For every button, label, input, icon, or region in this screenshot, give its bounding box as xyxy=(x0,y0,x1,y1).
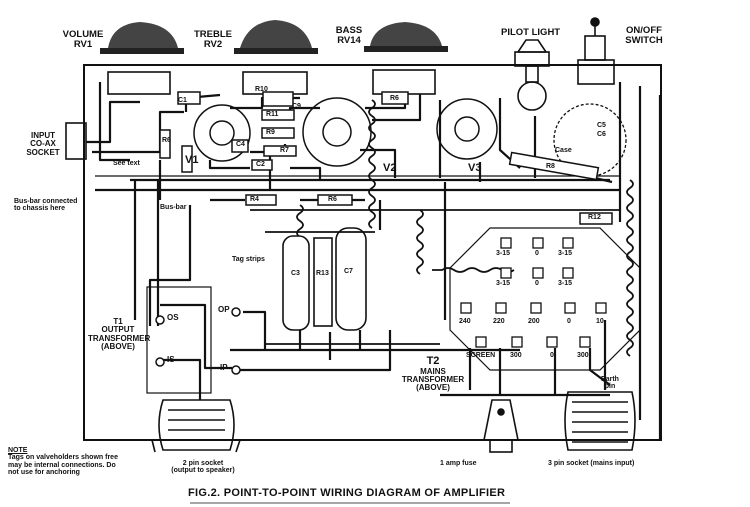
mains-transformer-outline xyxy=(449,227,641,371)
r9-label: R9 xyxy=(266,129,275,136)
c7-label: C7 xyxy=(344,268,353,275)
treble-pot-body xyxy=(242,71,308,95)
tap-label: 240 xyxy=(459,318,471,325)
t1-terminals xyxy=(155,307,241,375)
tap-label: 10 xyxy=(596,318,604,325)
two-pin-socket-label: 2 pin socket (output to speaker) xyxy=(171,460,235,475)
r1-label: R6 xyxy=(162,137,171,144)
r13-label: R13 xyxy=(316,270,329,277)
r12-label: R12 xyxy=(588,214,601,221)
c1-label: C1 xyxy=(178,97,187,104)
r8-label: R8 xyxy=(546,163,555,170)
valve-v1 xyxy=(193,104,251,162)
ip-label: IP xyxy=(220,363,228,372)
output-transformer-outline xyxy=(146,286,212,394)
tag-strip-components xyxy=(282,227,367,331)
c9-label: C9 xyxy=(292,103,301,110)
valve-v3 xyxy=(436,98,498,160)
tap-label: 200 xyxy=(528,318,540,325)
r7-label: R7 xyxy=(280,147,289,154)
valve-v3-label: V3 xyxy=(468,162,482,174)
t1-label: T1 OUTPUT TRANSFORMER (ABOVE) xyxy=(88,317,151,352)
valve-v2-label: V2 xyxy=(383,162,397,174)
tap-label: 0 xyxy=(535,250,539,257)
capacitors xyxy=(177,91,294,171)
input-socket-label: INPUT CO-AX SOCKET xyxy=(26,131,60,157)
os-label: OS xyxy=(167,313,179,322)
figure-caption: FIG.2. POINT-TO-POINT WIRING DIAGRAM OF … xyxy=(188,487,506,499)
r4-label: R4 xyxy=(250,196,259,203)
is-label: IS xyxy=(167,355,175,364)
resistors xyxy=(159,91,613,225)
valve-v1-label: V1 xyxy=(185,154,199,166)
tap-label: 220 xyxy=(493,318,505,325)
treble-label: TREBLE RV2 xyxy=(194,29,232,50)
tag-strips-label: Tag strips xyxy=(232,256,265,263)
tap-label: 3-15 xyxy=(558,250,573,257)
r10-label: R10 xyxy=(255,86,268,93)
tap-label: 0 xyxy=(550,352,554,359)
c3-label: C3 xyxy=(291,270,300,277)
t2-label: T2 MAINS TRANSFORMER (ABOVE) xyxy=(401,355,465,393)
on-off-switch xyxy=(577,17,615,85)
on-off-switch-label: ON/OFF SWITCH xyxy=(625,25,663,46)
tag-strips xyxy=(250,209,620,345)
tap-label: SCREEN xyxy=(466,352,496,359)
tap-label: 0 xyxy=(535,280,539,287)
three-pin-socket-label: 3 pin socket (mains input) xyxy=(548,460,635,467)
three-pin-socket xyxy=(564,391,636,451)
fuse-label: 1 amp fuse xyxy=(440,460,477,467)
case-label: Case xyxy=(555,147,572,154)
chassis-outline xyxy=(83,64,662,441)
tap-label: 3-15 xyxy=(496,250,511,257)
bass-pot-body xyxy=(372,69,436,95)
r11-label: R11 xyxy=(266,111,279,118)
bass-knob xyxy=(364,22,448,52)
treble-knob xyxy=(234,20,318,54)
note-block: NOTE Tags on valveholders shown free may… xyxy=(8,447,118,477)
wiring xyxy=(86,82,662,440)
c6-label: C6 xyxy=(597,131,606,138)
tap-label: 300 xyxy=(510,352,522,359)
see-text-label: See text xyxy=(113,160,140,167)
volume-pot-body xyxy=(107,71,171,95)
tap-label: 300 xyxy=(577,352,589,359)
r6-top-label: R6 xyxy=(390,95,399,102)
c4-label: C4 xyxy=(236,141,245,148)
earth-pin-label: Earth pin xyxy=(601,376,619,391)
volume-knob xyxy=(100,22,184,54)
volume-label: VOLUME RV1 xyxy=(62,29,104,50)
r6-label: R6 xyxy=(328,196,337,203)
fuse-holder xyxy=(483,399,519,453)
bass-label: BASS RV14 xyxy=(335,25,363,46)
pilot-light-label: PILOT LIGHT xyxy=(501,27,561,38)
tap-label: 0 xyxy=(567,318,571,325)
resistor-r8 xyxy=(508,151,600,181)
c5-label: C5 xyxy=(597,122,606,129)
op-label: OP xyxy=(218,305,230,314)
bus-bar-chassis-label: Bus-bar connected to chassis here xyxy=(14,198,78,213)
tap-label: 3-15 xyxy=(496,280,511,287)
mains-taps xyxy=(460,237,607,348)
two-pin-socket xyxy=(151,399,241,453)
c2-label: C2 xyxy=(256,161,265,168)
tap-label: 3-15 xyxy=(558,280,573,287)
pilot-light xyxy=(514,39,550,111)
bus-bar-label: Bus-bar xyxy=(160,204,187,211)
